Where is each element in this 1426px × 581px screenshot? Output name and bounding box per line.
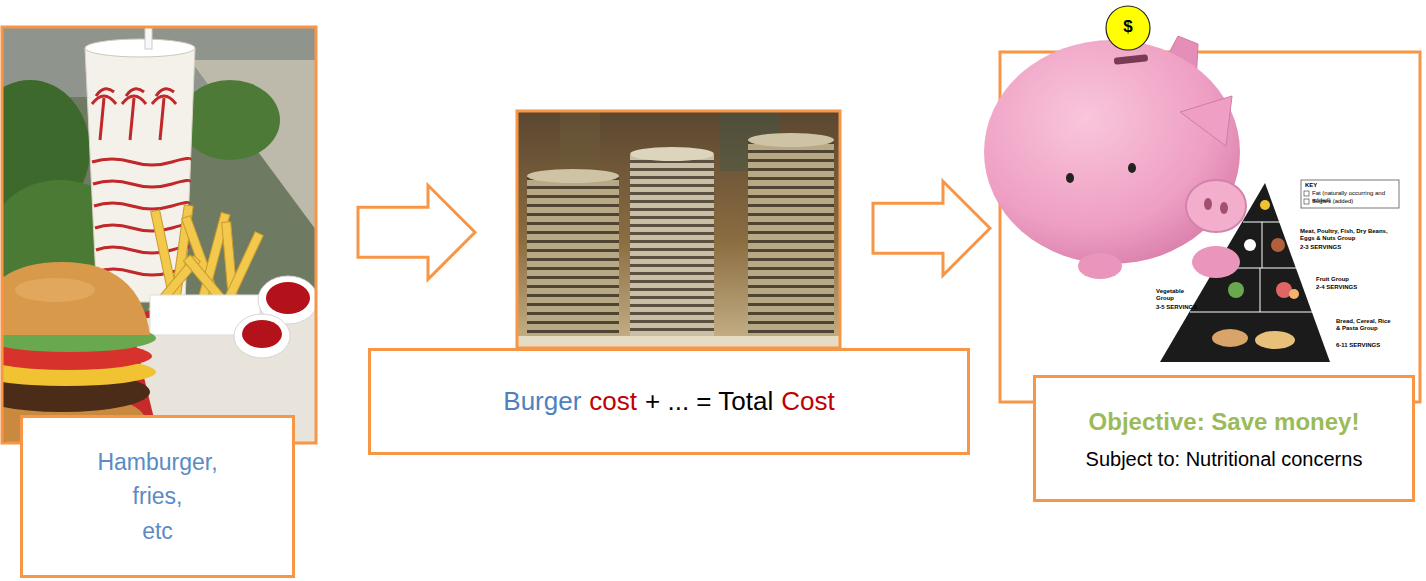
serving-count: 2-4 SERVINGS (1316, 284, 1396, 291)
objective-box: Objective: Save money! Subject to: Nutrit… (1033, 375, 1415, 502)
serving-count: 2-3 SERVINGS (1300, 244, 1396, 251)
cost-operator: + ... = Total (645, 382, 773, 421)
food-group: Bread, Cereal, Rice & Pasta Group (1336, 318, 1396, 332)
cost-word: cost (589, 382, 637, 421)
food-group: Fruit Group (1316, 276, 1396, 283)
item-list: Hamburger, fries, etc (38, 445, 278, 549)
item-box: Hamburger, fries, etc (20, 415, 295, 578)
photo-frame (2, 27, 316, 443)
coin-symbol: $ (1106, 17, 1150, 37)
food-photo (2, 27, 316, 443)
coin (1106, 6, 1150, 50)
food-group: Meat, Poultry, Fish, Dry Beans, Eggs & N… (1300, 228, 1396, 242)
coins-photo (517, 111, 840, 348)
cost-term: Burger (503, 382, 581, 421)
block-arrow (358, 185, 475, 279)
key-entry: Sugars (added) (1312, 198, 1397, 205)
key-heading: KEY (1305, 182, 1395, 189)
serving-count: 6-11 SERVINGS (1336, 342, 1396, 349)
food-pyramid (1160, 180, 1399, 362)
block-arrow (873, 181, 990, 275)
food-group: Vegetable Group (1156, 288, 1202, 302)
cost-box: Burgercost+ ... = TotalCost (368, 348, 970, 455)
photo-frame (517, 111, 840, 348)
piggy-bank (984, 36, 1246, 279)
objective-text: Objective: Save money! (1089, 404, 1360, 440)
constraint-text: Subject to: Nutritional concerns (1086, 444, 1363, 474)
cost-word: Cost (781, 382, 834, 421)
serving-count: 3-5 SERVINGS (1156, 304, 1202, 311)
